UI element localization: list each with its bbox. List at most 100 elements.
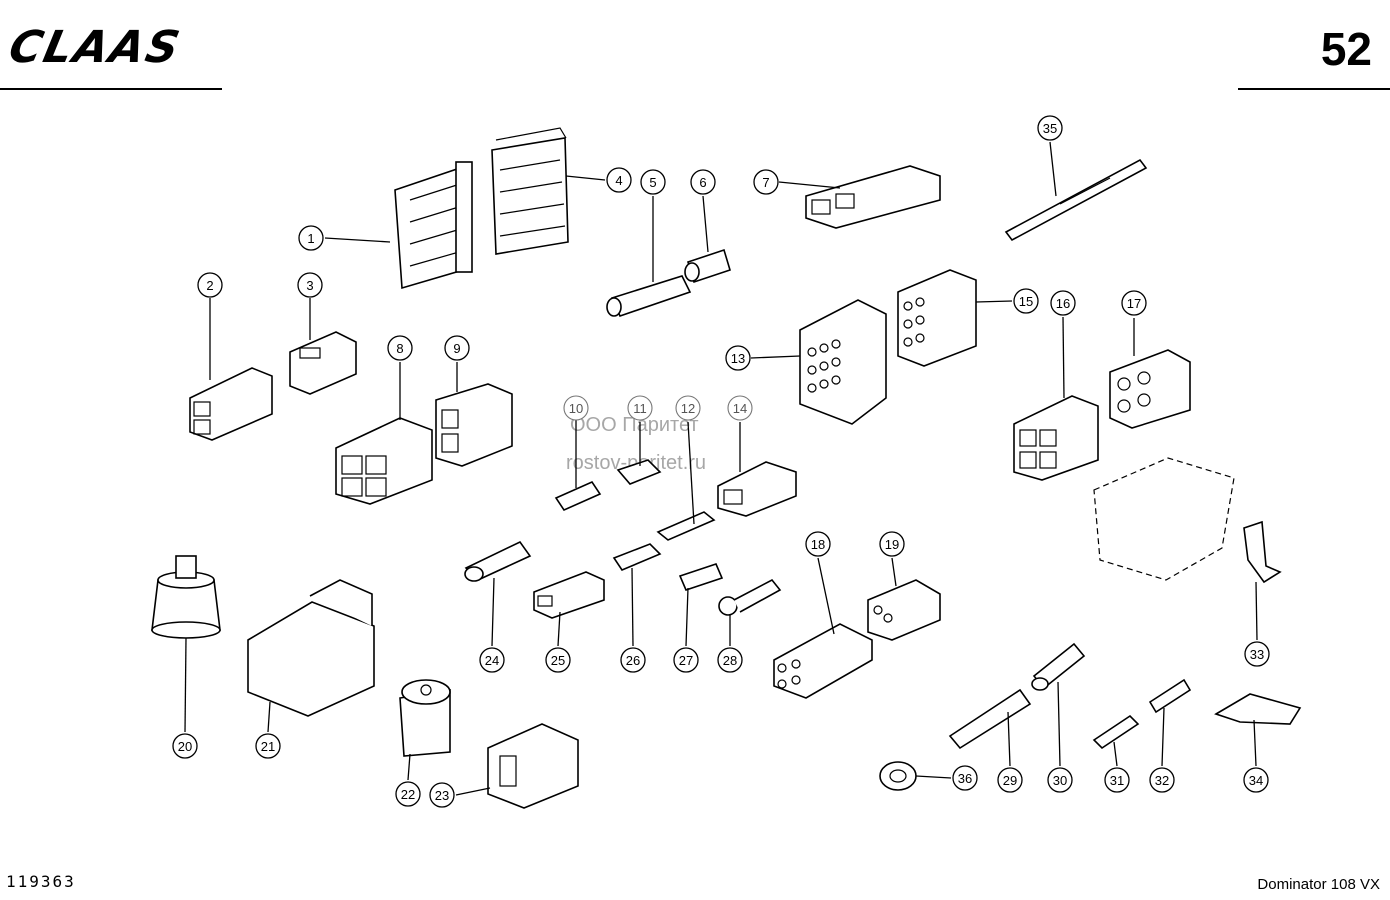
callout-9[interactable]: 9 — [444, 335, 470, 361]
page-number: 52 — [1320, 23, 1372, 75]
svg-text:5: 5 — [649, 175, 656, 190]
svg-text:17: 17 — [1127, 296, 1141, 311]
callout-11[interactable]: 11 — [627, 395, 653, 421]
header-rule-right — [1238, 88, 1390, 90]
part-27-terminal — [678, 563, 724, 591]
svg-text:16: 16 — [1056, 296, 1070, 311]
svg-text:9: 9 — [453, 341, 460, 356]
callout-32[interactable]: 32 — [1149, 767, 1175, 793]
callout-14[interactable]: 14 — [727, 395, 753, 421]
svg-text:11: 11 — [633, 401, 647, 416]
part-17-connector — [1109, 349, 1191, 429]
callout-22[interactable]: 22 — [395, 781, 421, 807]
svg-text:19: 19 — [885, 537, 899, 552]
dashed-enclosure — [1093, 457, 1235, 581]
part-30-socket — [1031, 642, 1086, 691]
part-32-contact — [1148, 678, 1192, 714]
callout-36[interactable]: 36 — [952, 765, 978, 791]
callout-27[interactable]: 27 — [673, 647, 699, 673]
callout-17[interactable]: 17 — [1121, 290, 1147, 316]
svg-text:8: 8 — [396, 341, 403, 356]
callout-5[interactable]: 5 — [640, 169, 666, 195]
svg-text:18: 18 — [811, 537, 825, 552]
part-23-connector — [487, 723, 579, 809]
part-35-tool — [1004, 158, 1148, 242]
part-14-connector — [717, 461, 797, 517]
part-18-connector — [773, 623, 873, 699]
callout-4[interactable]: 4 — [606, 167, 632, 193]
callout-16[interactable]: 16 — [1050, 290, 1076, 316]
part-21-relay-socket — [247, 579, 375, 717]
part-33-terminal — [1243, 520, 1282, 584]
callout-18[interactable]: 18 — [805, 531, 831, 557]
svg-text:29: 29 — [1003, 773, 1017, 788]
callout-20[interactable]: 20 — [172, 733, 198, 759]
callout-10[interactable]: 10 — [563, 395, 589, 421]
callout-23[interactable]: 23 — [429, 782, 455, 808]
watermark-url: rostov-paritet.ru — [566, 452, 707, 474]
part-36-grommet — [879, 761, 917, 791]
part-34-clip — [1214, 693, 1302, 725]
callout-2[interactable]: 2 — [197, 272, 223, 298]
part-31-contact — [1092, 714, 1140, 750]
part-6-sleeve — [684, 248, 731, 284]
part-19-connector — [867, 579, 941, 641]
callout-7[interactable]: 7 — [753, 169, 779, 195]
callout-13[interactable]: 13 — [725, 345, 751, 371]
callout-34[interactable]: 34 — [1243, 767, 1269, 793]
part-28-ring-terminal — [718, 578, 782, 616]
svg-text:1: 1 — [307, 231, 314, 246]
callout-12[interactable]: 12 — [675, 395, 701, 421]
part-29-pin — [948, 688, 1032, 750]
callout-6[interactable]: 6 — [690, 169, 716, 195]
callout-19[interactable]: 19 — [879, 531, 905, 557]
callout-3[interactable]: 3 — [297, 272, 323, 298]
callout-30[interactable]: 30 — [1047, 767, 1073, 793]
part-13-connector — [799, 299, 887, 425]
svg-text:3: 3 — [306, 278, 313, 293]
part-10-terminal — [554, 480, 602, 512]
part-8-connector — [335, 417, 433, 505]
callout-group: 1 2 3 4 5 6 7 8 9 10 11 12 13 14 15 16 1… — [172, 115, 1270, 808]
svg-text:12: 12 — [681, 401, 695, 416]
svg-text:20: 20 — [178, 739, 192, 754]
callout-35[interactable]: 35 — [1037, 115, 1063, 141]
callout-21[interactable]: 21 — [255, 733, 281, 759]
svg-text:33: 33 — [1250, 647, 1264, 662]
part-15-connector — [897, 269, 977, 367]
callout-33[interactable]: 33 — [1244, 641, 1270, 667]
svg-text:25: 25 — [551, 653, 565, 668]
part-3-connector — [289, 331, 357, 395]
part-22-plug — [399, 679, 451, 757]
svg-text:36: 36 — [958, 771, 972, 786]
part-9-connector — [435, 383, 513, 467]
svg-text:23: 23 — [435, 788, 449, 803]
callout-25[interactable]: 25 — [545, 647, 571, 673]
svg-text:2: 2 — [206, 278, 213, 293]
part-25-connector — [533, 571, 605, 619]
svg-text:14: 14 — [733, 401, 747, 416]
svg-text:26: 26 — [626, 653, 640, 668]
svg-text:28: 28 — [723, 653, 737, 668]
svg-text:21: 21 — [261, 739, 275, 754]
part-2-connector — [189, 367, 273, 441]
svg-text:22: 22 — [401, 787, 415, 802]
svg-text:27: 27 — [679, 653, 693, 668]
part-1-connector-housing — [394, 161, 473, 290]
callout-8[interactable]: 8 — [387, 335, 413, 361]
callout-26[interactable]: 26 — [620, 647, 646, 673]
callout-28[interactable]: 28 — [717, 647, 743, 673]
svg-text:35: 35 — [1043, 121, 1057, 136]
callout-15[interactable]: 15 — [1013, 288, 1039, 314]
leader-lines — [184, 141, 1258, 796]
callout-1[interactable]: 1 — [298, 225, 324, 251]
svg-text:4: 4 — [615, 173, 622, 188]
callout-31[interactable]: 31 — [1104, 767, 1130, 793]
svg-text:7: 7 — [762, 175, 769, 190]
svg-text:24: 24 — [485, 653, 499, 668]
svg-text:34: 34 — [1249, 773, 1263, 788]
callout-29[interactable]: 29 — [997, 767, 1023, 793]
callout-24[interactable]: 24 — [479, 647, 505, 673]
part-4-connector-housing — [491, 127, 569, 255]
